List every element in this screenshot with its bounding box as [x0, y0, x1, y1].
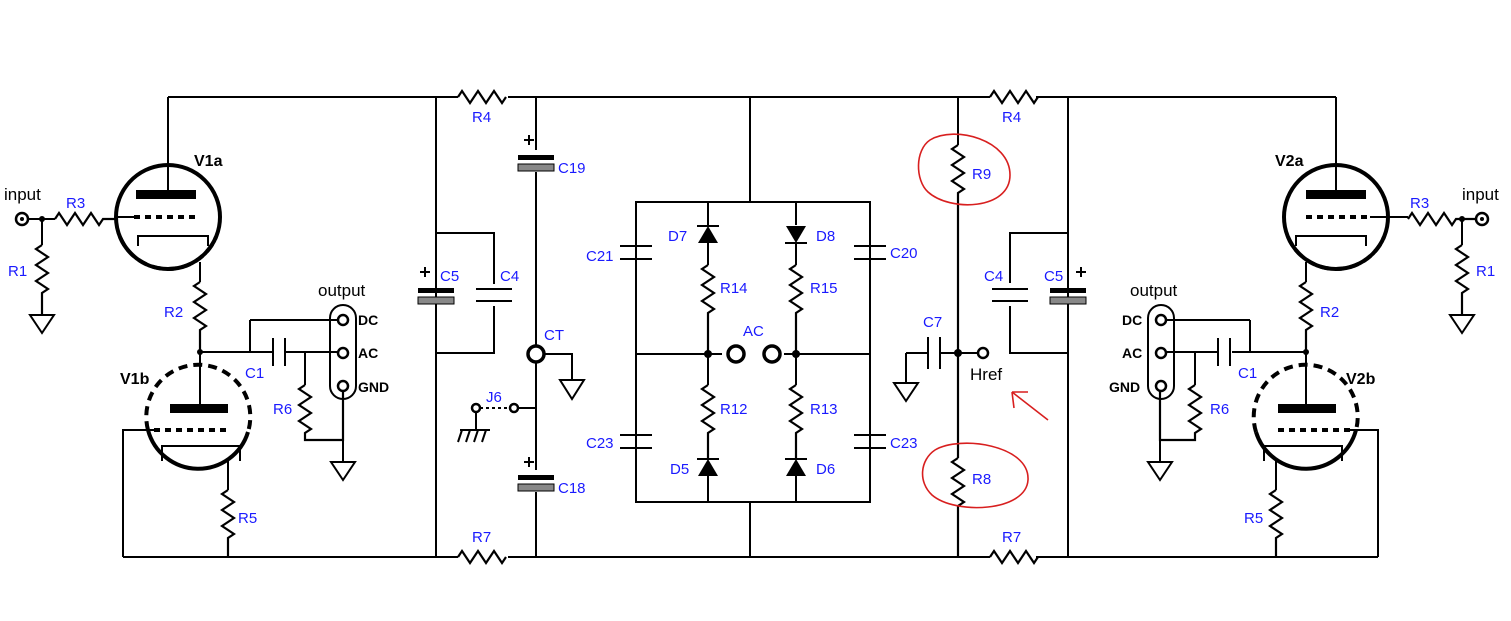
bridge-rectifier — [620, 97, 886, 557]
r4-right-resistor — [989, 89, 1039, 105]
d7-label: D7 — [668, 228, 687, 245]
r3-right-resistor — [1407, 211, 1476, 227]
r3-label-right: R3 — [1410, 195, 1429, 212]
r9-highlight-circle — [917, 133, 1011, 206]
r13-resistor — [788, 384, 804, 458]
c1-label: C1 — [245, 365, 264, 382]
v1b-tube — [122, 352, 253, 557]
r15-resistor — [788, 264, 804, 354]
d8-label: D8 — [816, 228, 835, 245]
r9-resistor — [950, 144, 966, 458]
labels: input R3 R1 V1a R2 output DC AC GND C1 V… — [4, 109, 1499, 546]
c23-label-left: C23 — [586, 435, 614, 452]
r6-resistor — [297, 384, 345, 442]
r7-label-left: R7 — [472, 529, 491, 546]
v1a-label: V1a — [194, 153, 223, 170]
v2b-label: V2b — [1346, 371, 1376, 388]
c1-label-right: C1 — [1238, 365, 1257, 382]
c5-label-right: C5 — [1044, 268, 1063, 285]
r15-label: R15 — [810, 280, 838, 297]
r8-label: R8 — [972, 471, 991, 488]
c4-label-right: C4 — [984, 268, 1003, 285]
r7-label-right: R7 — [1002, 529, 1021, 546]
r2-label-right: R2 — [1320, 304, 1339, 321]
r2-right-resistor — [1298, 281, 1314, 352]
c23-label-right: C23 — [890, 435, 918, 452]
href-label: Href — [970, 365, 1002, 384]
output-label-left: output — [318, 281, 366, 300]
c19-label: C19 — [558, 160, 586, 177]
ct-label: CT — [544, 327, 564, 344]
r1-right-resistor — [1454, 244, 1470, 315]
j6-label: J6 — [486, 389, 502, 406]
center-left-supply — [417, 89, 586, 565]
red-arrow — [1011, 391, 1049, 421]
dc-label-right: DC — [1122, 312, 1142, 328]
r8-resistor — [950, 457, 966, 557]
r5-label-right: R5 — [1244, 510, 1263, 527]
r6-label-right: R6 — [1210, 401, 1229, 418]
output-label-right: output — [1130, 281, 1178, 300]
r5-right-resistor — [1268, 489, 1284, 557]
c21-label: C21 — [586, 248, 614, 265]
input-label-left: input — [4, 185, 41, 204]
r12-label: R12 — [720, 401, 748, 418]
r4-label-right: R4 — [1002, 109, 1021, 126]
gnd-label-left: GND — [358, 379, 389, 395]
gnd-label-right: GND — [1109, 379, 1140, 395]
r7-right-resistor — [989, 549, 1039, 565]
c18-label: C18 — [558, 480, 586, 497]
r6-right-resistor — [1158, 384, 1203, 442]
r1-label: R1 — [8, 263, 27, 280]
c4-label-left: C4 — [500, 268, 519, 285]
r7-left-resistor — [457, 549, 507, 565]
r8-highlight-circle — [921, 442, 1029, 509]
c20-label: C20 — [890, 245, 918, 262]
v2b-tube — [1251, 352, 1379, 557]
ground-symbol — [28, 314, 56, 335]
r1-resistor — [34, 244, 50, 315]
r13-label: R13 — [810, 401, 838, 418]
right-channel — [1146, 97, 1490, 557]
r5-label: R5 — [238, 510, 257, 527]
v1b-label: V1b — [120, 371, 150, 388]
r6-label: R6 — [273, 401, 292, 418]
ac-center-label: AC — [743, 323, 764, 340]
v2a-label: V2a — [1275, 153, 1304, 170]
r12-resistor — [700, 384, 716, 458]
c5-label-left: C5 — [440, 268, 459, 285]
dc-label-left: DC — [358, 312, 378, 328]
ac-label-left: AC — [358, 345, 378, 361]
ac-label-right: AC — [1122, 345, 1142, 361]
r2-resistor — [192, 281, 208, 352]
red-annotations — [917, 133, 1049, 509]
d5-label: D5 — [670, 461, 689, 478]
input-label-right: input — [1462, 185, 1499, 204]
r4-left-resistor — [457, 89, 507, 105]
r1-label-right: R1 — [1476, 263, 1495, 280]
r3-resistor — [54, 211, 118, 227]
r9-label: R9 — [972, 166, 991, 183]
r5-resistor — [220, 489, 236, 557]
c7-label: C7 — [923, 314, 942, 331]
v2a-tube — [1282, 163, 1408, 271]
d6-label: D6 — [816, 461, 835, 478]
r14-resistor — [700, 264, 716, 354]
r14-label: R14 — [720, 280, 748, 297]
r2-label: R2 — [164, 304, 183, 321]
r3-label: R3 — [66, 195, 85, 212]
v1a-tube — [114, 97, 222, 271]
center-right-supply — [892, 89, 1087, 565]
r4-label-left: R4 — [472, 109, 491, 126]
